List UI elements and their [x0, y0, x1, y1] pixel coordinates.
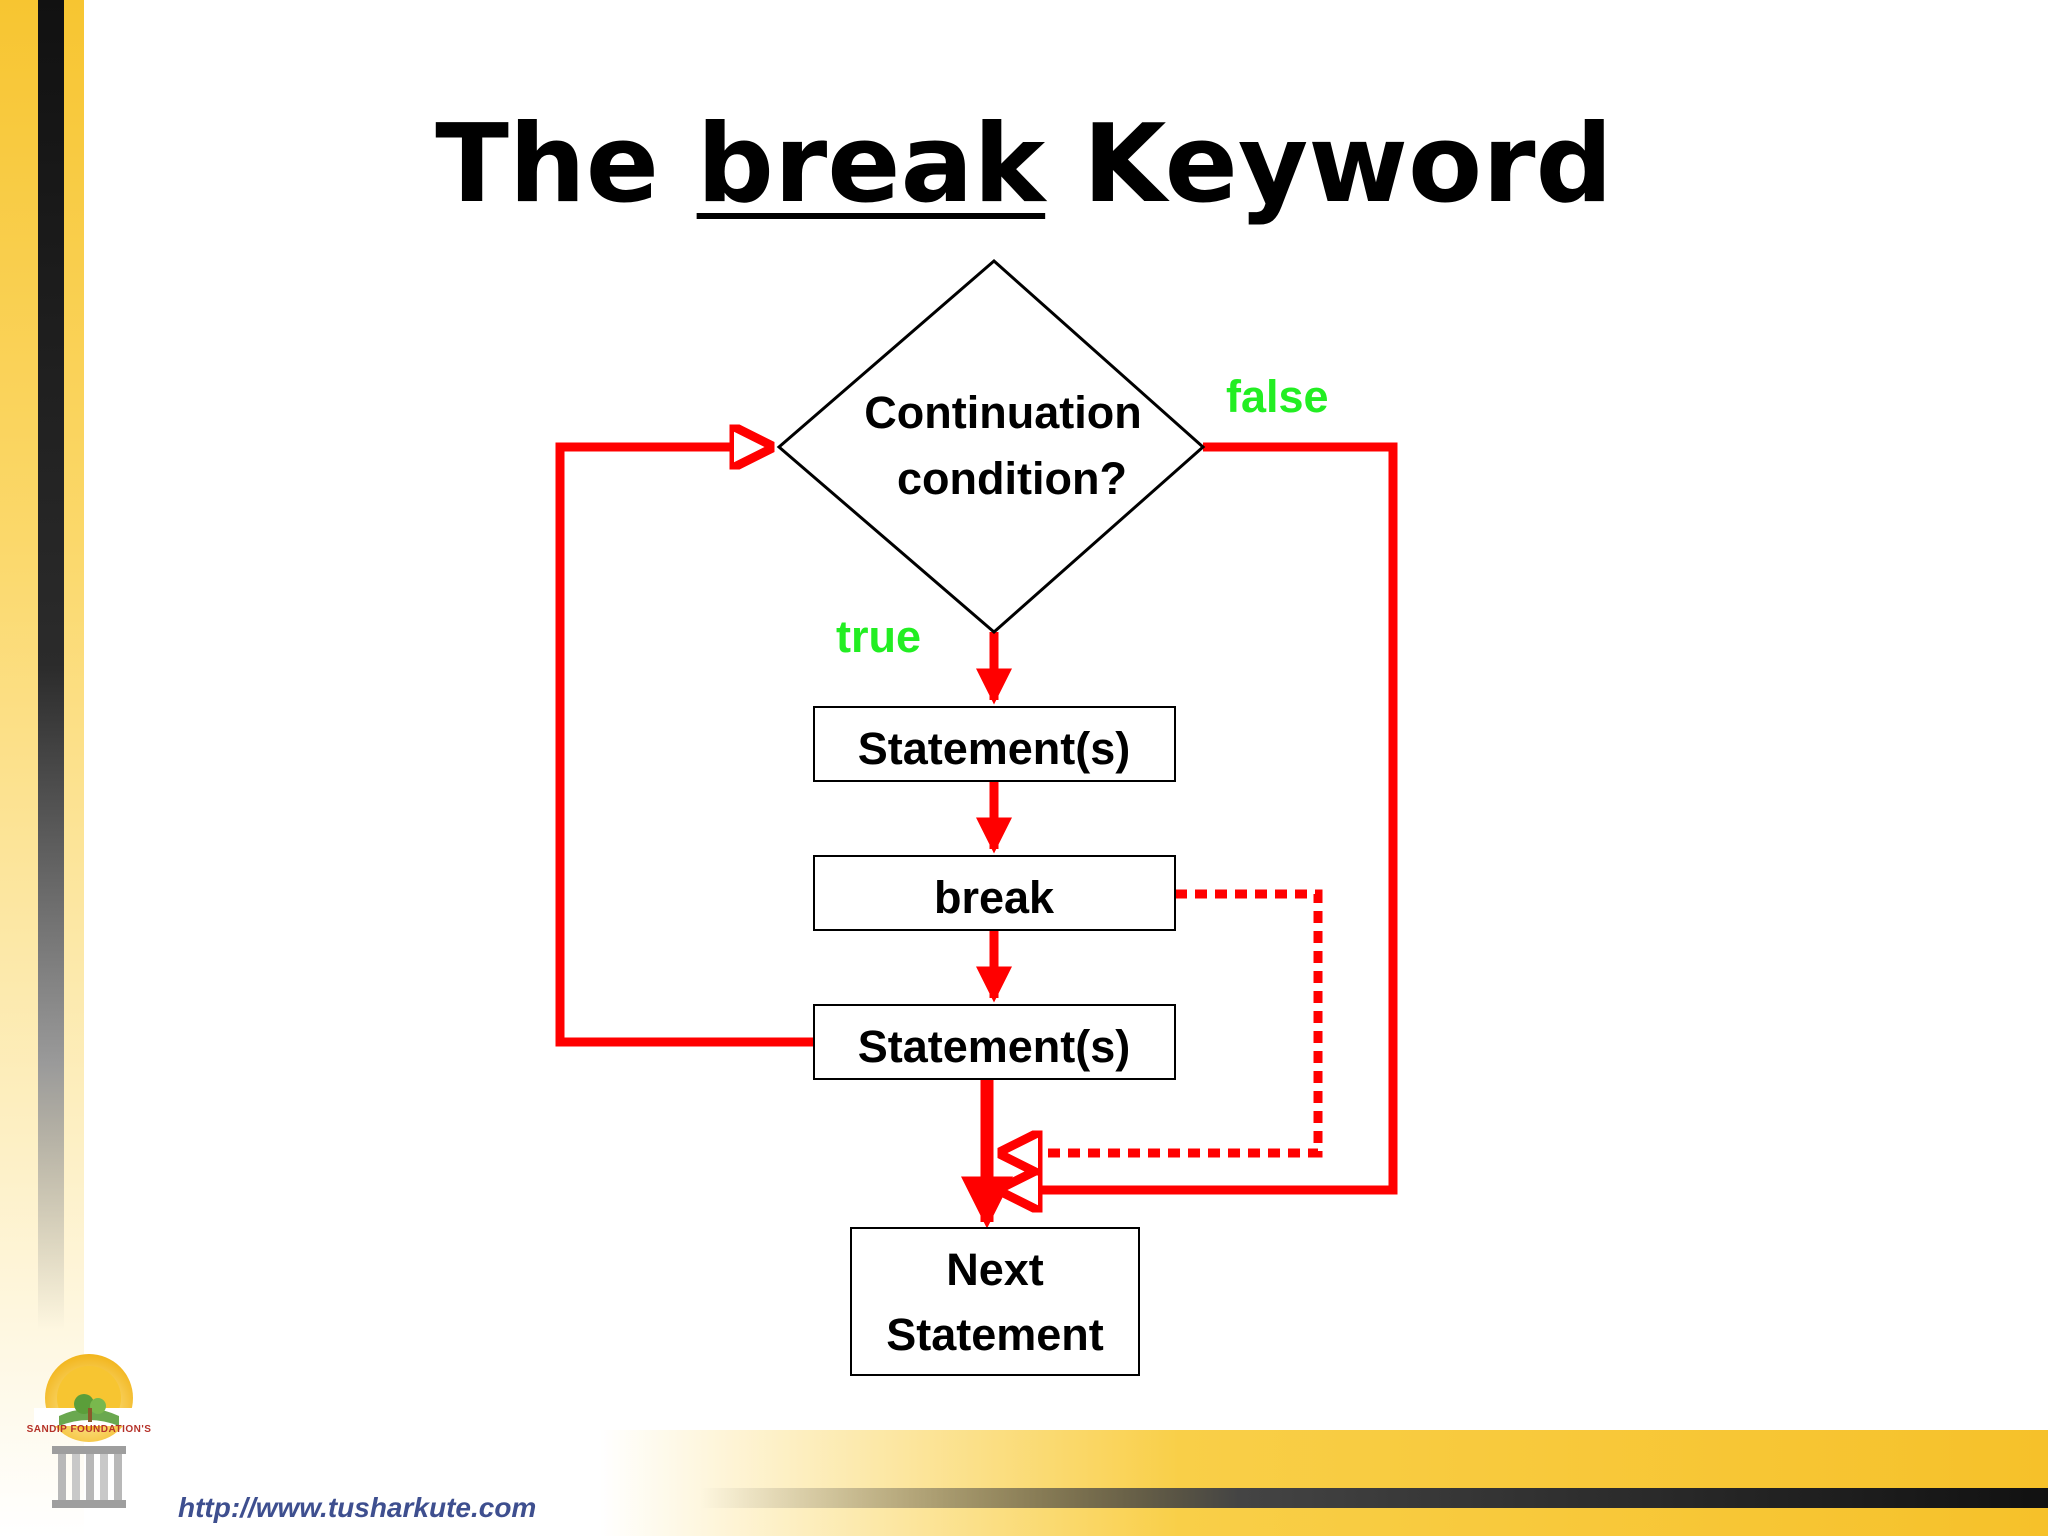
bottom-black-bar	[700, 1488, 2048, 1508]
false-path-arrow	[1002, 442, 1398, 1190]
break-label: break	[934, 872, 1055, 923]
title-suffix: Keyword	[1082, 102, 1613, 227]
decision-line2: condition?	[897, 453, 1127, 504]
next-statement-box	[850, 1227, 1140, 1376]
sandip-foundation-logo	[34, 1354, 144, 1508]
decision-diamond	[776, 259, 1206, 634]
footer-url[interactable]: http://www.tusharkute.com	[178, 1492, 537, 1523]
statement-box-bottom	[813, 1004, 1176, 1080]
logo-text: SANDIP FOUNDATION'S	[26, 1424, 152, 1435]
slide-title: The break Keyword	[0, 100, 2048, 230]
statement-top-label: Statement(s)	[858, 723, 1131, 774]
false-label: false	[1226, 371, 1329, 422]
left-black-bar	[38, 0, 64, 1330]
next-line1: Next	[946, 1244, 1044, 1295]
decision-line1: Continuation	[864, 387, 1141, 438]
title-keyword: break	[696, 102, 1046, 227]
statement-bottom-label: Statement(s)	[858, 1021, 1131, 1072]
title-prefix: The	[435, 102, 660, 227]
true-label: true	[836, 611, 921, 662]
next-line2: Statement	[886, 1309, 1104, 1360]
bottom-yellow-band	[600, 1430, 2048, 1536]
break-box	[813, 855, 1176, 931]
statement-box-top	[813, 706, 1176, 782]
break-jump-arrow	[1002, 889, 1323, 1153]
loop-back-arrow	[555, 447, 814, 1047]
